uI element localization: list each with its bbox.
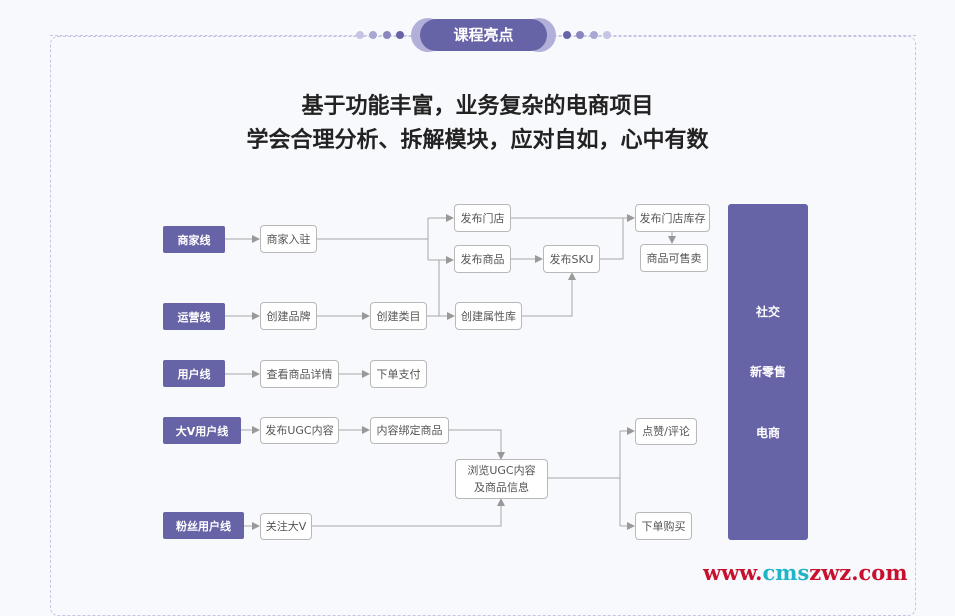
watermark-mid: cms (762, 560, 810, 585)
watermark-suffix: zwz.com (809, 560, 908, 585)
connector (449, 429, 505, 460)
dot-icon (383, 31, 391, 39)
connector (312, 498, 505, 527)
dot-icon (369, 31, 377, 39)
section-header: 课程亮点 (0, 18, 955, 54)
lane-merchant: 商家线 (163, 226, 225, 253)
dot-icon (356, 31, 364, 39)
lane-operations: 运营线 (163, 303, 225, 330)
dot-icon (396, 31, 404, 39)
node-goods-sellable: 商品可售卖 (640, 244, 708, 272)
node-publish-sku: 发布SKU (543, 245, 600, 273)
node-store-stock: 发布门店库存 (635, 204, 710, 232)
node-bind-goods: 内容绑定商品 (370, 417, 449, 444)
node-publish-ugc: 发布UGC内容 (260, 417, 339, 444)
node-browse-ugc: 浏览UGC内容及商品信息 (455, 459, 548, 499)
summary-social: 社交 (755, 305, 780, 319)
node-create-brand: 创建品牌 (260, 302, 317, 330)
summary-ecommerce: 电商 (755, 426, 780, 440)
dot-icon (590, 31, 598, 39)
node-publish-goods: 发布商品 (454, 245, 511, 273)
watermark: www.cmszwz.com (703, 560, 908, 585)
dot-icon (603, 31, 611, 39)
lane-fan-user: 粉丝用户线 (163, 512, 244, 539)
summary-panel: 社交 新零售 电商 (728, 204, 808, 540)
node-create-category: 创建类目 (370, 302, 427, 330)
node-like-comment: 点赞/评论 (635, 418, 697, 445)
headline-line-1: 基于功能丰富，业务复杂的电商项目 (301, 94, 654, 119)
lane-influencer: 大V用户线 (163, 417, 241, 444)
watermark-prefix: www. (703, 560, 763, 585)
node-publish-store: 发布门店 (454, 204, 511, 232)
node-order-buy: 下单购买 (635, 512, 692, 540)
dot-icon (563, 31, 571, 39)
connector (522, 272, 576, 317)
node-merchant-join: 商家入驻 (260, 225, 317, 253)
node-view-detail: 查看商品详情 (260, 360, 339, 388)
node-create-attr: 创建属性库 (455, 302, 522, 330)
lane-user: 用户线 (163, 360, 225, 387)
dot-icon (576, 31, 584, 39)
node-order-pay: 下单支付 (370, 360, 427, 388)
section-badge: 课程亮点 (420, 19, 547, 51)
flow-connectors (225, 214, 676, 530)
connector (600, 218, 624, 260)
headline-line-2: 学会合理分析、拆解模块，应对自如，心中有数 (246, 128, 709, 153)
node-follow-v: 关注大V (260, 513, 312, 540)
summary-new-retail: 新零售 (749, 365, 786, 379)
